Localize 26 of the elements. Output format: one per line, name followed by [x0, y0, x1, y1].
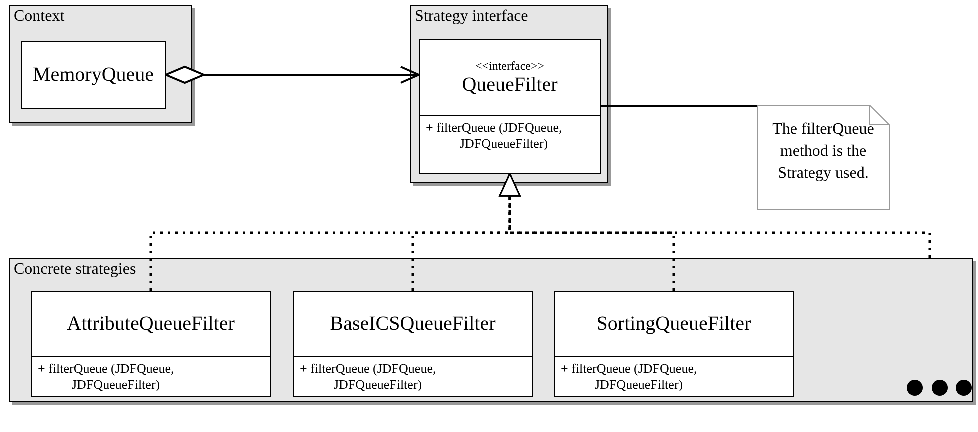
- class-name: QueueFilter: [462, 74, 558, 96]
- note-text: The filterQueue method is the Strategy used.: [772, 120, 876, 184]
- group-frame: [9, 258, 973, 402]
- group-title: Context: [14, 8, 65, 26]
- group-title: Concrete strategies: [14, 261, 136, 279]
- class-box: [31, 291, 271, 397]
- class-name: BaseICSQueueFilter: [330, 312, 496, 336]
- stereotype-label: <<interface>>: [475, 58, 545, 74]
- method-signature: + filterQueue (JDFQueue, JDFQueueFilter): [38, 361, 176, 393]
- method-signature: + filterQueue (JDFQueue, JDFQueueFilter): [300, 361, 438, 393]
- class-box: [21, 41, 166, 109]
- class-name: MemoryQueue: [32, 64, 154, 86]
- class-box: [419, 39, 601, 174]
- class-name: AttributeQueueFilter: [67, 312, 235, 336]
- group-title: Strategy interface: [415, 8, 528, 26]
- aggregation-arrow: [165, 66, 420, 84]
- method-signature: + filterQueue (JDFQueue, JDFQueueFilter): [426, 120, 564, 152]
- method-signature: + filterQueue (JDFQueue, JDFQueueFilter): [561, 361, 698, 393]
- group-frame: [410, 5, 608, 183]
- class-box: [554, 291, 794, 397]
- class-box: [293, 291, 533, 397]
- group-frame: [9, 5, 192, 123]
- note-shape: [757, 105, 890, 210]
- realization-arrow: [499, 173, 932, 258]
- class-name: SortingQueueFilter: [596, 312, 752, 336]
- connector-line: [601, 106, 757, 108]
